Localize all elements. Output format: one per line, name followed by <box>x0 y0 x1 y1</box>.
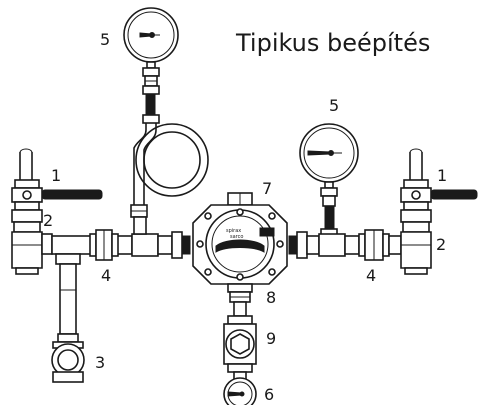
trap-label-line2: sarco <box>230 234 243 240</box>
callout-fitting-right: 2 <box>436 235 446 254</box>
callout-valve-left: 1 <box>51 166 61 185</box>
callout-trap-body: 7 <box>262 179 272 198</box>
callout-strainer-left: 3 <box>95 353 105 372</box>
callout-union-left: 4 <box>101 266 111 285</box>
strainer-icon <box>51 341 85 383</box>
tee-left <box>131 216 191 259</box>
pigtail-siphon-icon <box>130 123 209 218</box>
callout-gauge-top: 5 <box>100 30 110 49</box>
sight-glass-icon <box>223 323 257 381</box>
callout-union-right: 4 <box>366 266 376 285</box>
pipe-left <box>51 229 133 343</box>
steam-trap-icon: spirax sarco <box>192 192 288 293</box>
callout-gauge-bottom: 6 <box>264 385 274 404</box>
callout-fitting-left: 2 <box>43 211 53 230</box>
fitting-right <box>400 221 432 275</box>
callout-valve-right: 1 <box>437 166 447 185</box>
pressure-gauge-icon <box>123 7 179 124</box>
ball-valve-icon <box>400 148 478 223</box>
callout-trap-outlet: 8 <box>266 288 276 307</box>
callout-gauge-right: 5 <box>329 96 339 115</box>
diagram-title: Tipikus beépítés <box>235 29 430 57</box>
callout-sight-glass: 9 <box>266 329 276 348</box>
fitting-left <box>11 221 53 275</box>
ball-valve-icon <box>11 148 103 223</box>
pipe-right <box>288 229 402 261</box>
trap-label-line1: spirax <box>226 228 241 234</box>
trap-outlet <box>227 291 253 325</box>
pressure-gauge-icon <box>223 377 257 405</box>
pressure-gauge-icon <box>299 123 359 236</box>
